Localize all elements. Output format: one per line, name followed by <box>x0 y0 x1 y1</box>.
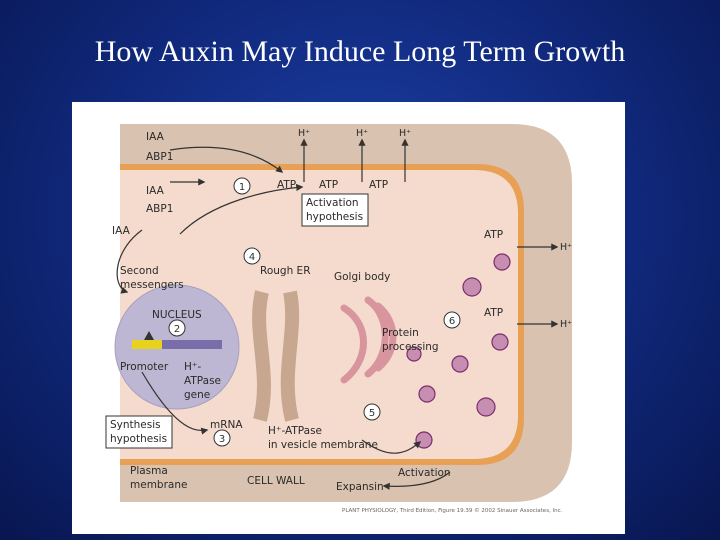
step-3: 3 <box>219 434 225 445</box>
promoter-bar <box>132 340 162 349</box>
gene-label-line-2: ATPase <box>184 375 221 387</box>
gene-bar <box>162 340 222 349</box>
auxin-growth-diagram: IAA ABP1 IAA ABP1 IAA H⁺ H⁺ H⁺ H⁺ H⁺ ATP… <box>72 102 625 534</box>
atp-3: ATP <box>369 179 388 191</box>
atp-1: ATP <box>277 179 296 191</box>
step-6: 6 <box>449 316 455 327</box>
activation-hypothesis-line-2: hypothesis <box>306 211 363 223</box>
promoter-marker <box>144 331 154 340</box>
vesicle-label-line-2: in vesicle membrane <box>268 439 378 451</box>
synthesis-hypothesis-line-2: hypothesis <box>110 433 167 445</box>
synthesis-hypothesis-box <box>105 415 173 449</box>
nucleus-label: NUCLEUS <box>152 309 202 321</box>
vesicle-label-line-1: H⁺-ATPase <box>268 425 322 437</box>
abp1-label-2: ABP1 <box>146 203 173 215</box>
plasma-membrane-line-1: Plasma <box>130 465 168 477</box>
diagram-svg: IAA ABP1 IAA ABP1 IAA H⁺ H⁺ H⁺ H⁺ H⁺ ATP… <box>105 124 572 514</box>
protein-processing-line-2: processing <box>382 341 439 353</box>
synthesis-hypothesis-line-1: Synthesis <box>110 419 161 431</box>
second-messengers-line-2: messengers <box>120 279 184 291</box>
second-messengers-line-1: Second <box>120 265 159 277</box>
iaa-label-2: IAA <box>146 185 165 197</box>
promoter-label: Promoter <box>120 361 169 373</box>
step-5: 5 <box>369 408 375 419</box>
gene-label-line-3: gene <box>184 389 210 401</box>
iaa-label-1: IAA <box>146 131 165 143</box>
activation-hypothesis-line-1: Activation <box>306 197 359 209</box>
step-1: 1 <box>239 182 245 193</box>
abp1-label-1: ABP1 <box>146 151 173 163</box>
cell-wall-label: CELL WALL <box>247 475 305 487</box>
mrna-label: mRNA <box>210 419 243 431</box>
rough-er <box>252 290 300 422</box>
gene-label-line-1: H⁺- <box>184 361 201 373</box>
plasma-membrane-line-2: membrane <box>130 479 187 491</box>
activation-hypothesis-box <box>301 193 369 227</box>
atp-5: ATP <box>484 307 503 319</box>
proton-3: H⁺ <box>399 128 411 139</box>
expansin-label: Expansin <box>336 481 384 493</box>
rough-er-label: Rough ER <box>260 265 311 277</box>
proton-2: H⁺ <box>356 128 368 139</box>
arrows <box>116 138 559 490</box>
atp-2: ATP <box>319 179 338 191</box>
step-2: 2 <box>174 324 180 335</box>
proton-1: H⁺ <box>298 128 310 139</box>
golgi-body <box>340 296 397 384</box>
proton-4: H⁺ <box>560 242 572 253</box>
golgi-label: Golgi body <box>334 271 390 283</box>
proton-5: H⁺ <box>560 319 572 330</box>
iaa-label-3: IAA <box>112 225 131 237</box>
step-4: 4 <box>249 252 255 263</box>
atp-4: ATP <box>484 229 503 241</box>
slide-title: How Auxin May Induce Long Term Growth <box>94 35 626 68</box>
activation-label: Activation <box>398 467 451 479</box>
figure-credit: PLANT PHYSIOLOGY, Third Edition, Figure … <box>342 507 563 514</box>
protein-processing-line-1: Protein <box>382 327 419 339</box>
step-markers <box>168 177 461 447</box>
vesicles <box>406 253 511 449</box>
